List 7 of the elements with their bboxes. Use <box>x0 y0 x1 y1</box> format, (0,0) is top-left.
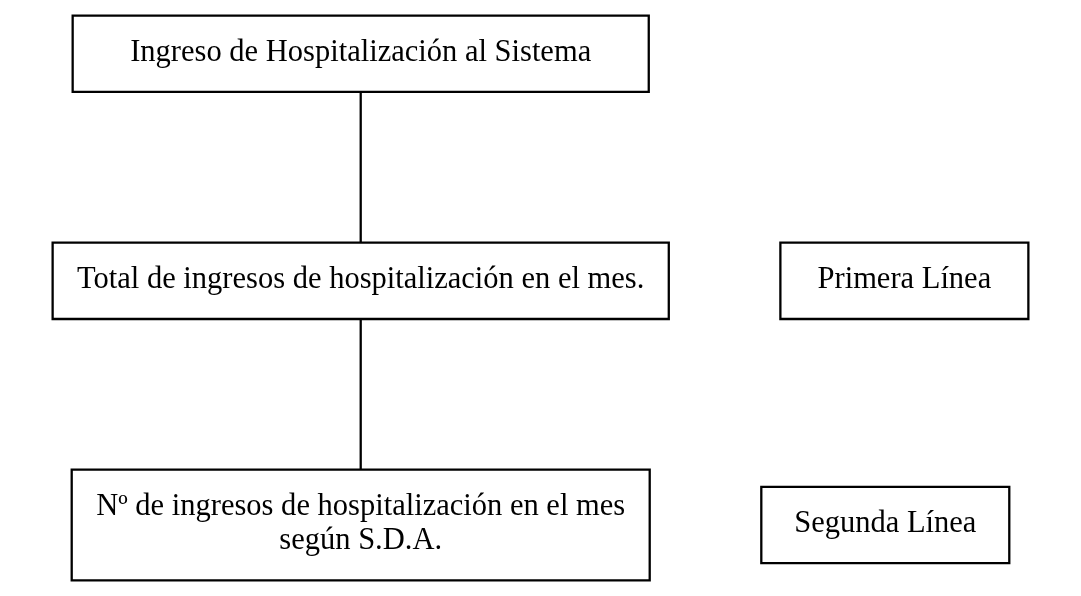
node-box: Primera Línea <box>779 241 1030 321</box>
connector <box>359 319 362 470</box>
node-box: Total de ingresos de hospitalización en el mes. <box>51 241 670 321</box>
node-box: Ingreso de Hospitalización al Sistema <box>71 14 650 94</box>
node-box: Segunda Línea <box>760 485 1011 565</box>
connector <box>359 92 362 243</box>
node-box: Nº de ingresos de hospitalización en el mes según S.D.A. <box>70 468 651 582</box>
